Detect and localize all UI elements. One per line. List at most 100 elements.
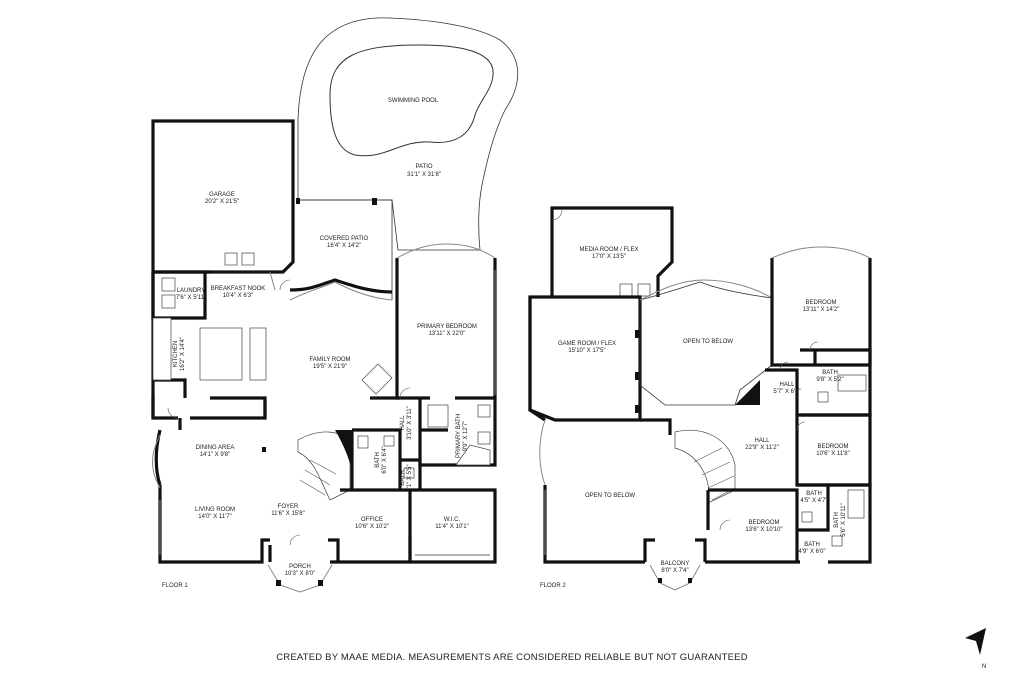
- door-swing: [796, 421, 806, 431]
- shower: [427, 404, 449, 428]
- door-swing: [551, 209, 563, 221]
- door-swing: [279, 279, 291, 291]
- primary-bath-size: 9'9" X 12'7": [463, 421, 469, 452]
- sink: [817, 391, 829, 403]
- hall-f2-a-walls: [765, 368, 799, 415]
- primary-bath-label: PRIMARY BATH: [456, 414, 462, 458]
- hall-f2-a-label: HALL: [779, 382, 795, 388]
- staircase-f2: [674, 429, 736, 504]
- bath-f1-a-label: BATH: [375, 452, 381, 468]
- breakfast-nook-label: BREAKFAST NOOK: [211, 286, 266, 292]
- foyer-size: 11'6" X 15'8": [271, 511, 304, 517]
- laundry-walls: [151, 272, 207, 320]
- bedroom-f2-b-label: BEDROOM: [817, 444, 848, 450]
- bathtub: [837, 374, 867, 392]
- floor2-label: FLOOR 2: [540, 583, 566, 589]
- bath-f2-c-size: 5'6" X 10'11": [841, 503, 847, 536]
- family-room-walls: [263, 396, 400, 418]
- bath-f2-b-label: BATH: [806, 491, 822, 497]
- hall-f1-size: 3'10" X 3'11": [407, 406, 413, 439]
- bath-f2-b-walls: [797, 483, 830, 532]
- bath-f2-a-size: 9'8" X 5'2": [816, 377, 843, 383]
- column: [262, 447, 266, 452]
- wic-label: W.I.C.: [444, 517, 461, 523]
- primary-bedroom-size: 13'11" X 22'0": [429, 331, 466, 337]
- open-below-a-label: OPEN TO BELOW: [683, 339, 733, 345]
- kitchen-counter: [249, 327, 267, 381]
- open-below-a-bay: [639, 279, 773, 301]
- patio-outline: [297, 17, 519, 251]
- bedroom-f2-a-size: 13'11" X 14'2": [803, 307, 840, 313]
- laundry-size: 7'6" X 5'11": [176, 295, 206, 301]
- column: [372, 198, 377, 205]
- column: [635, 405, 640, 413]
- media-room-label: MEDIA ROOM / FLEX: [579, 247, 638, 253]
- media-fixture: [637, 283, 651, 297]
- covered-patio-size: 16'4" X 14'2": [327, 243, 361, 249]
- bathtub: [455, 444, 491, 466]
- hall-f2-b-size: 22'9" X 11'2": [745, 445, 778, 451]
- kitchen-island: [199, 327, 243, 381]
- open-below-b-label: OPEN TO BELOW: [585, 493, 635, 499]
- column: [658, 578, 662, 583]
- hall-f2-b-label: HALL: [754, 438, 770, 444]
- sink: [383, 435, 395, 447]
- game-room-size: 15'10" X 17'5": [568, 348, 605, 354]
- bedroom-f2-c-label: BEDROOM: [748, 520, 779, 526]
- open-below-a-outline: [639, 281, 773, 406]
- media-room-size: 17'0" X 13'5": [592, 254, 626, 260]
- bath-f2-c-walls: [828, 483, 872, 564]
- door-swing: [289, 534, 301, 546]
- toilet: [831, 535, 843, 547]
- swimming-pool: [329, 44, 494, 157]
- office-label: OFFICE: [361, 517, 383, 523]
- balcony-bay: [649, 564, 701, 591]
- bath-f2-c-label: BATH: [834, 512, 840, 528]
- bath-f1-b-size: 3'1" X 5'5": [407, 464, 413, 491]
- open-below-a-corner: [735, 380, 760, 405]
- compass-north-label: N: [982, 664, 986, 670]
- kitchen-label: KITCHEN: [173, 341, 179, 367]
- family-room-label: FAMILY ROOM: [309, 357, 350, 363]
- bedroom-f2-c-size: 13'6" X 10'10": [745, 527, 782, 533]
- wic-walls: [410, 488, 497, 564]
- bath-f1-a-size: 6'0" X 6'4": [382, 446, 388, 473]
- bedroom-f2-a-walls: [770, 258, 872, 367]
- game-room-label: GAME ROOM / FLEX: [558, 341, 616, 347]
- column: [296, 198, 300, 204]
- garage-walls: [151, 119, 295, 274]
- column: [318, 580, 323, 586]
- column: [635, 372, 640, 380]
- floor1-label: FLOOR 1: [162, 583, 188, 589]
- staircase-f1: [297, 431, 351, 501]
- swimming-pool-label: SWIMMING POOL: [388, 98, 439, 104]
- living-room-size: 14'0" X 11'7": [198, 514, 231, 520]
- balcony-size: 8'0" X 7'4": [661, 568, 688, 574]
- compass: N: [965, 628, 986, 670]
- column: [635, 330, 640, 338]
- primary-bedroom-bay: [396, 243, 496, 395]
- column: [276, 580, 281, 586]
- sink: [801, 511, 813, 523]
- stair-treads: [299, 459, 337, 496]
- kitchen-counter: [152, 317, 172, 381]
- balcony-walls: [643, 538, 707, 562]
- door-swing: [399, 387, 411, 399]
- fireplace: [361, 363, 393, 395]
- living-room-label: LIVING ROOM: [195, 507, 235, 513]
- washer: [161, 277, 176, 292]
- media-room-walls: [550, 206, 674, 297]
- primary-bedroom-label: PRIMARY BEDROOM: [417, 324, 477, 330]
- column: [688, 578, 692, 583]
- wic-size: 11'4" X 10'1": [435, 524, 468, 530]
- laundry-label: LAUNDRY: [177, 288, 206, 294]
- bedroom-f2-a-label: BEDROOM: [805, 300, 836, 306]
- garage-fixture: [241, 252, 255, 266]
- dining-area-label: DINING AREA: [196, 445, 235, 451]
- floor2-outer-walls: [528, 297, 800, 564]
- bath-f2-b-size: 4'5" X 4'7": [800, 498, 827, 504]
- kitchen-east-walls: [153, 378, 267, 420]
- sink: [403, 467, 415, 479]
- patio-size: 31'1" X 31'8": [407, 172, 441, 178]
- sink: [477, 431, 491, 445]
